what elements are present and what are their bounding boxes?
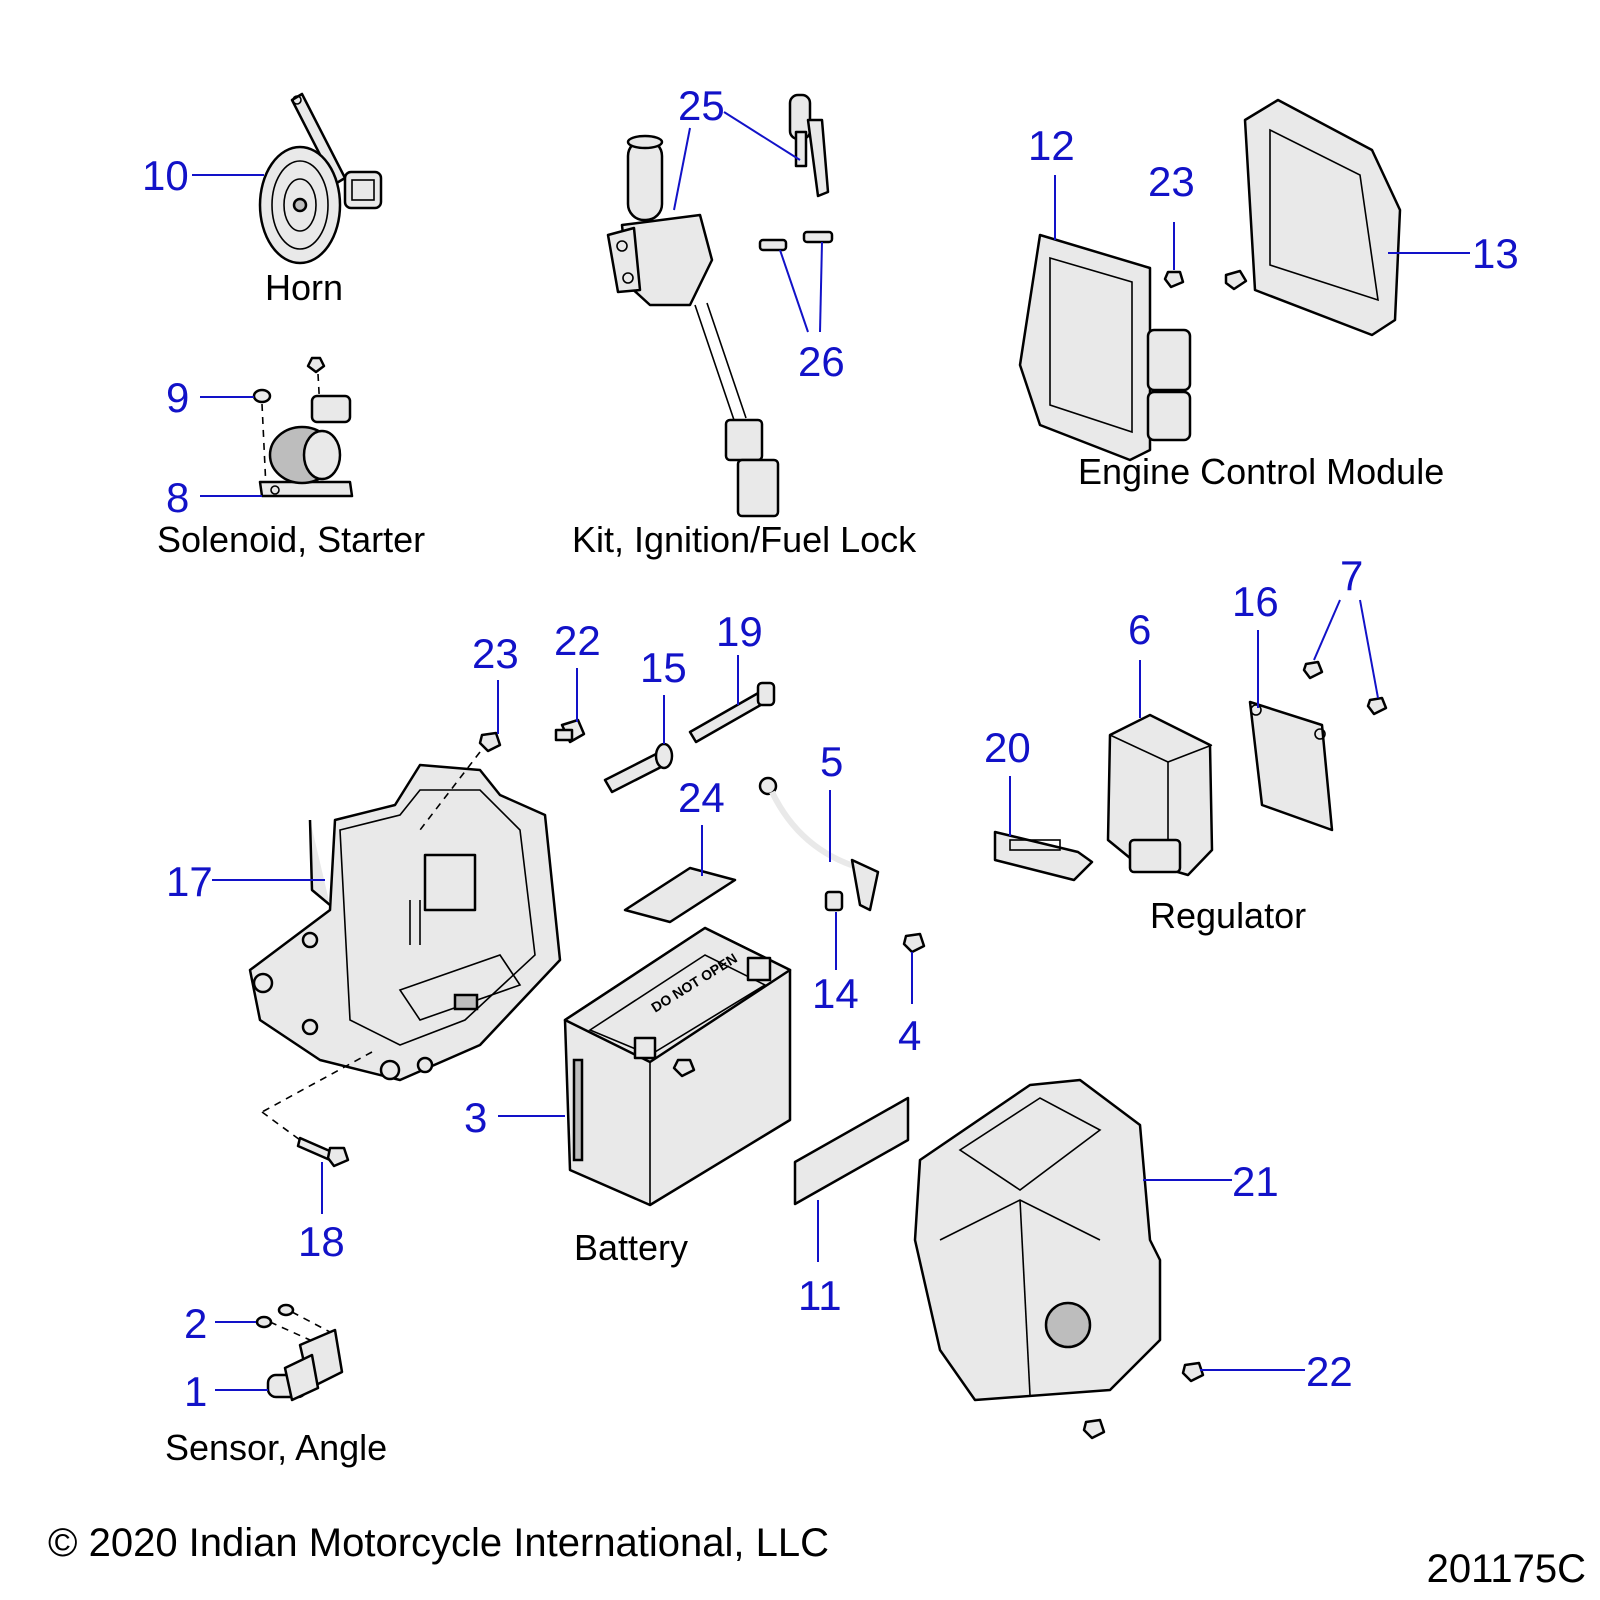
callout-11: 11 [798,1272,842,1319]
angle-sensor-part [255,1303,344,1402]
caption-regulator: Regulator [1150,895,1306,936]
callout-4: 4 [898,1012,921,1059]
callout-3: 3 [464,1094,487,1141]
ecm-part [1018,98,1402,462]
callout-12: 12 [1028,122,1075,169]
callout-15: 15 [640,644,687,691]
callout-7: 7 [1340,552,1363,599]
caption-ignition: Kit, Ignition/Fuel Lock [572,519,917,560]
caption-ecm: Engine Control Module [1078,451,1444,492]
regulator-part [993,660,1388,882]
caption-sensor: Sensor, Angle [165,1427,387,1468]
callout-26: 26 [798,338,845,385]
caption-battery: Battery [574,1227,688,1268]
cover-part [913,1078,1205,1440]
pad-24-part [623,866,737,924]
cable-part [758,776,926,954]
callout-16: 16 [1232,578,1279,625]
caption-solenoid: Solenoid, Starter [157,519,425,560]
ignition-part [606,93,834,518]
callout-6: 6 [1128,606,1151,653]
battery-part [563,926,792,1207]
battery-box-part [248,731,562,1168]
callout-22-top: 22 [554,617,601,664]
pad-11-part [793,1096,910,1206]
callout-1: 1 [184,1368,207,1415]
callout-13: 13 [1472,230,1519,277]
callout-9: 9 [166,374,189,421]
callout-25: 25 [678,82,725,129]
caption-horn: Horn [265,267,343,308]
callout-19: 19 [716,608,763,655]
callout-23-ecm: 23 [1148,158,1195,205]
callout-8: 8 [166,474,189,521]
callout-17: 17 [166,858,213,905]
callout-5: 5 [820,738,843,785]
callout-2: 2 [184,1300,207,1347]
callout-24: 24 [678,774,725,821]
callout-18: 18 [298,1218,345,1265]
callout-21: 21 [1232,1158,1279,1205]
callout-10: 10 [142,152,189,199]
solenoid-part [252,356,354,498]
copyright-notice: © 2020 Indian Motorcycle International, … [48,1521,829,1565]
drawing-number: 201175C [1427,1547,1586,1591]
callout-22-cover: 22 [1306,1348,1353,1395]
horn-part [258,92,383,265]
hardware-top-part [554,681,776,794]
callout-14: 14 [812,970,859,1017]
callout-20: 20 [984,724,1031,771]
callout-23-box: 23 [472,630,519,677]
